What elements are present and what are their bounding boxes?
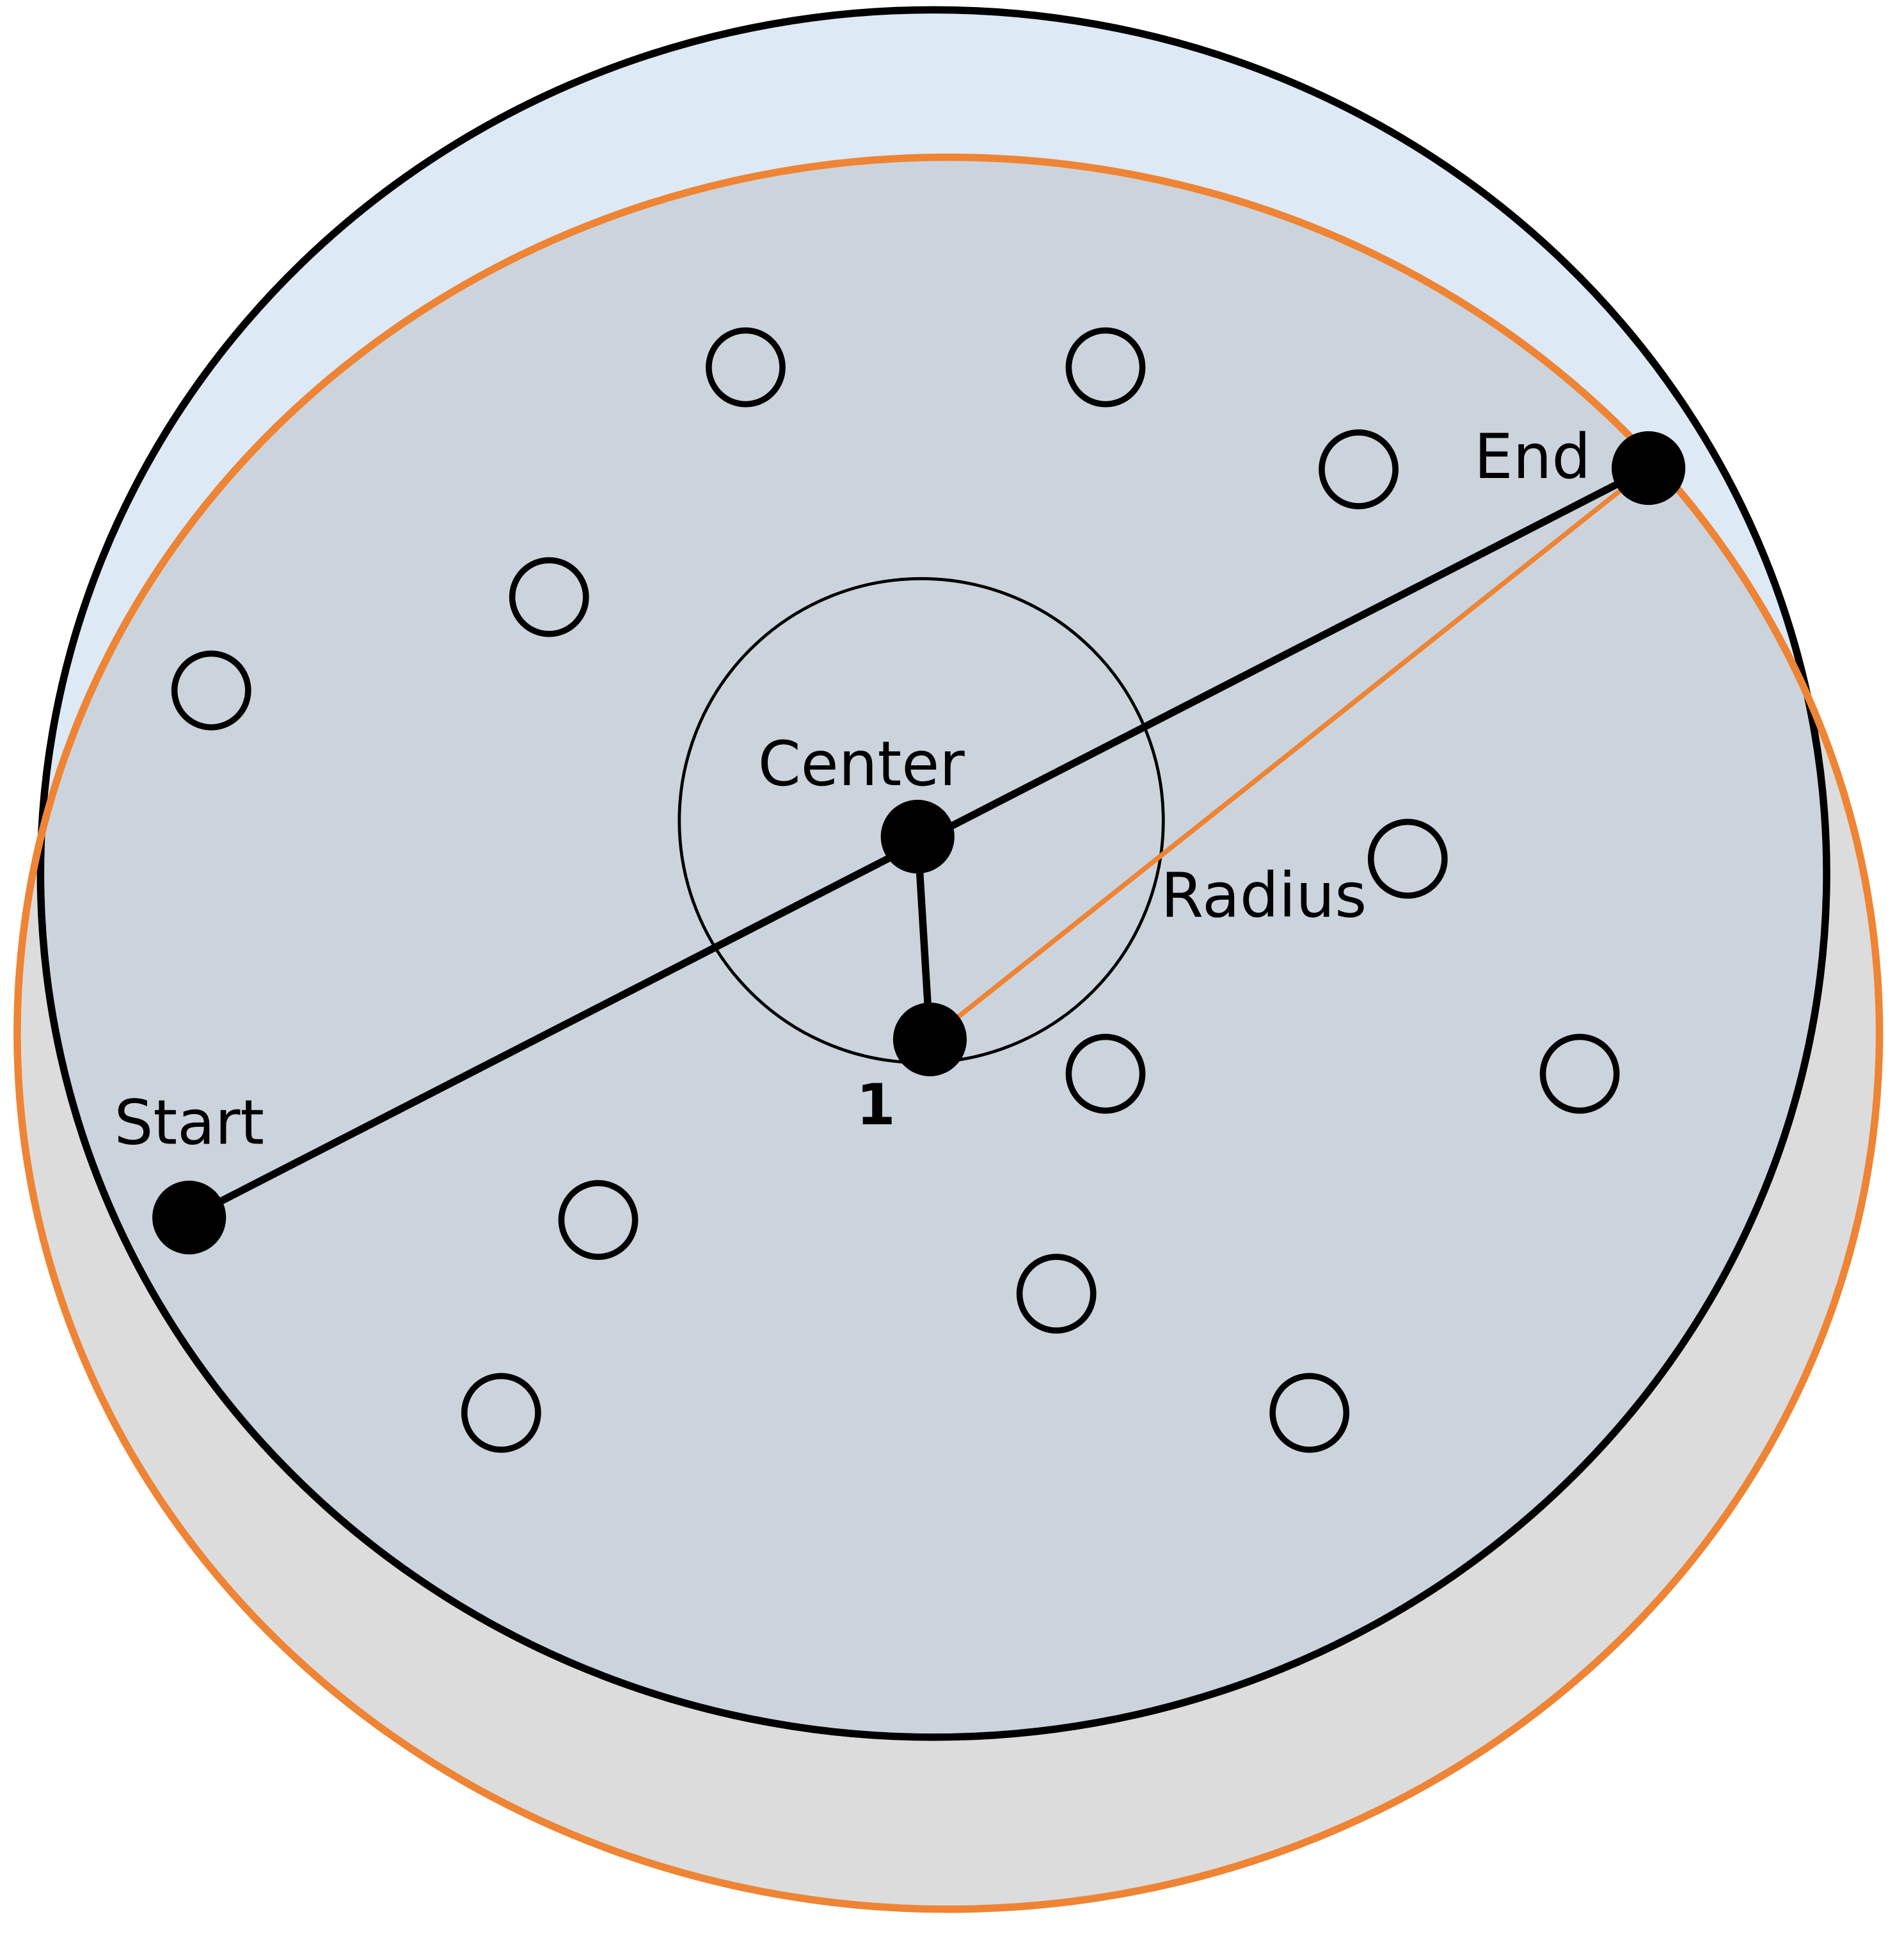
hollow-point (509, 557, 589, 637)
hollow-point (1269, 1373, 1350, 1453)
hollow-point (1016, 1254, 1097, 1334)
hollow-point (1065, 1033, 1146, 1114)
hollow-points (171, 327, 1620, 1453)
hollow-point (1367, 818, 1448, 899)
hollow-point (1065, 327, 1146, 408)
hollow-point (706, 327, 786, 408)
end-label: End (1474, 421, 1591, 493)
start-label: Start (115, 1087, 265, 1159)
point-one-label: 1 (856, 1072, 895, 1138)
center-point (880, 799, 955, 874)
radius-line (928, 466, 1651, 1042)
hollow-point (1539, 1033, 1620, 1114)
radius-label: Radius (1161, 859, 1367, 931)
hollow-point (461, 1373, 541, 1453)
end-point (1612, 431, 1686, 506)
black-circle-outline (36, 6, 1830, 1741)
hollow-point (1319, 429, 1399, 509)
start-point (152, 1181, 226, 1255)
hollow-point (558, 1180, 639, 1260)
orange-circle-outline (13, 154, 1884, 1913)
hollow-point (171, 650, 251, 731)
point-one (892, 1002, 967, 1076)
center-label: Center (758, 728, 965, 800)
